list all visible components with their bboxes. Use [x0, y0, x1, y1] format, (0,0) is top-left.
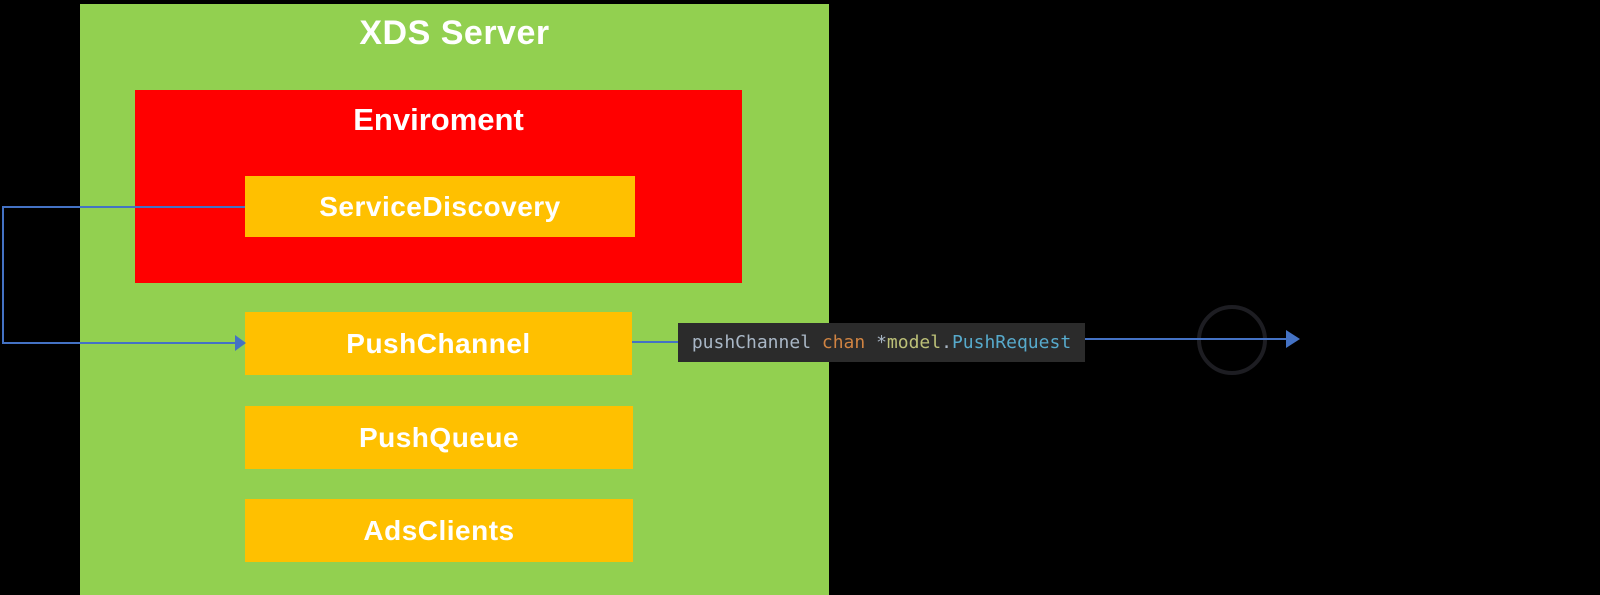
ads-clients-box: AdsClients: [245, 499, 633, 562]
connector-to-code-chip-line: [632, 341, 678, 343]
code-segment-pointer-star: *: [865, 332, 887, 353]
connector-push-channel-line: [2, 342, 236, 344]
code-segment-model-package: model: [886, 332, 942, 353]
ads-clients-label: AdsClients: [363, 514, 515, 546]
code-segment-push-channel: pushChannel: [691, 332, 822, 353]
code-segment-chan-keyword: chan: [821, 332, 866, 353]
push-queue-label: PushQueue: [358, 421, 520, 453]
connector-vertical-line: [2, 206, 4, 344]
service-discovery-box: ServiceDiscovery: [245, 176, 635, 237]
connector-service-discovery-line: [2, 206, 245, 208]
arrowhead-output-icon: [1286, 330, 1300, 348]
connector-output-line: [1085, 338, 1287, 340]
push-channel-box: PushChannel: [245, 312, 632, 375]
push-channel-label: PushChannel: [346, 327, 531, 359]
code-segment-push-request-type: PushRequest: [951, 332, 1072, 353]
code-annotation-chip: pushChannel chan *model.PushRequest: [678, 323, 1085, 362]
loop-circle-icon: [1197, 305, 1267, 375]
environment-title: Enviroment: [353, 102, 524, 137]
service-discovery-label: ServiceDiscovery: [319, 190, 561, 222]
code-segment-dot: .: [941, 332, 952, 353]
environment-box: Enviroment: [135, 90, 742, 283]
arrowhead-into-push-channel-icon: [235, 335, 246, 351]
push-queue-box: PushQueue: [245, 406, 633, 469]
xds-server-title: XDS Server: [359, 14, 550, 52]
